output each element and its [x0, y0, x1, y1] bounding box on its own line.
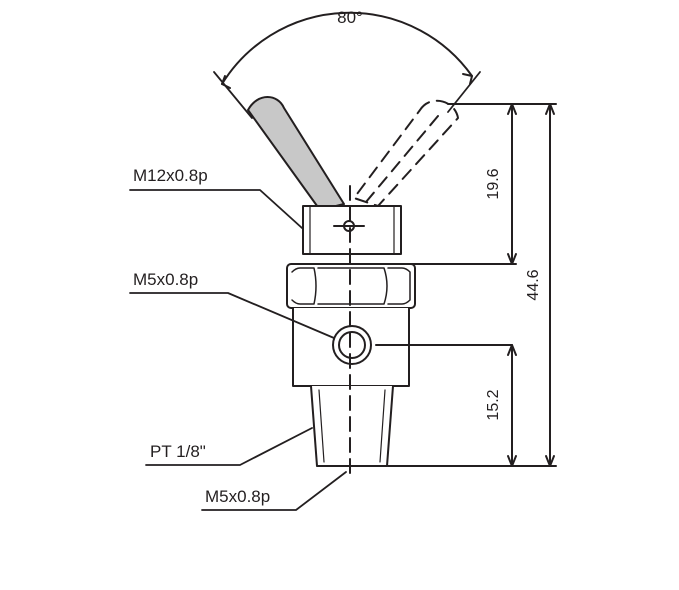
- lever-alt-position: [353, 99, 459, 207]
- hex-face-right: [387, 267, 411, 305]
- dim-label-lower: 15.2: [485, 389, 502, 420]
- thread-line: [318, 389, 325, 463]
- angle-arc: [221, 11, 473, 85]
- dim-arrow: [507, 344, 517, 356]
- dim-arrow: [507, 103, 517, 115]
- angle-label: 80°: [337, 8, 363, 27]
- label-port-top: M12x0.8p: [133, 166, 208, 185]
- side-port-inner: [338, 331, 366, 359]
- leader-port-bottom: [201, 471, 347, 511]
- side-port: [332, 325, 372, 365]
- leader-port-side: [129, 292, 335, 339]
- lever-handle: [247, 96, 345, 211]
- angle-extension-right: [447, 71, 481, 113]
- dim-arrow: [545, 103, 555, 115]
- leader-port-top: [129, 189, 303, 229]
- dim-label-overall: 44.6: [525, 269, 542, 300]
- angle-arrow-right: [462, 73, 473, 85]
- thread-line: [379, 389, 386, 463]
- lever-alt-centerline: [365, 115, 439, 203]
- label-thread: PT 1/8": [150, 442, 206, 461]
- label-port-bottom: M5x0.8p: [205, 487, 270, 506]
- threaded-stem: [310, 385, 394, 467]
- dim-arrow: [507, 253, 517, 265]
- hex-face-left: [291, 267, 317, 305]
- hex-face-center: [317, 267, 388, 305]
- dim-label-upper: 19.6: [485, 168, 502, 199]
- angle-arrow-left: [221, 75, 231, 89]
- leader-thread: [145, 427, 313, 466]
- dim-arrow: [545, 455, 555, 467]
- label-port-side: M5x0.8p: [133, 270, 198, 289]
- angle-extension-left: [213, 71, 253, 119]
- dim-arrow: [507, 455, 517, 467]
